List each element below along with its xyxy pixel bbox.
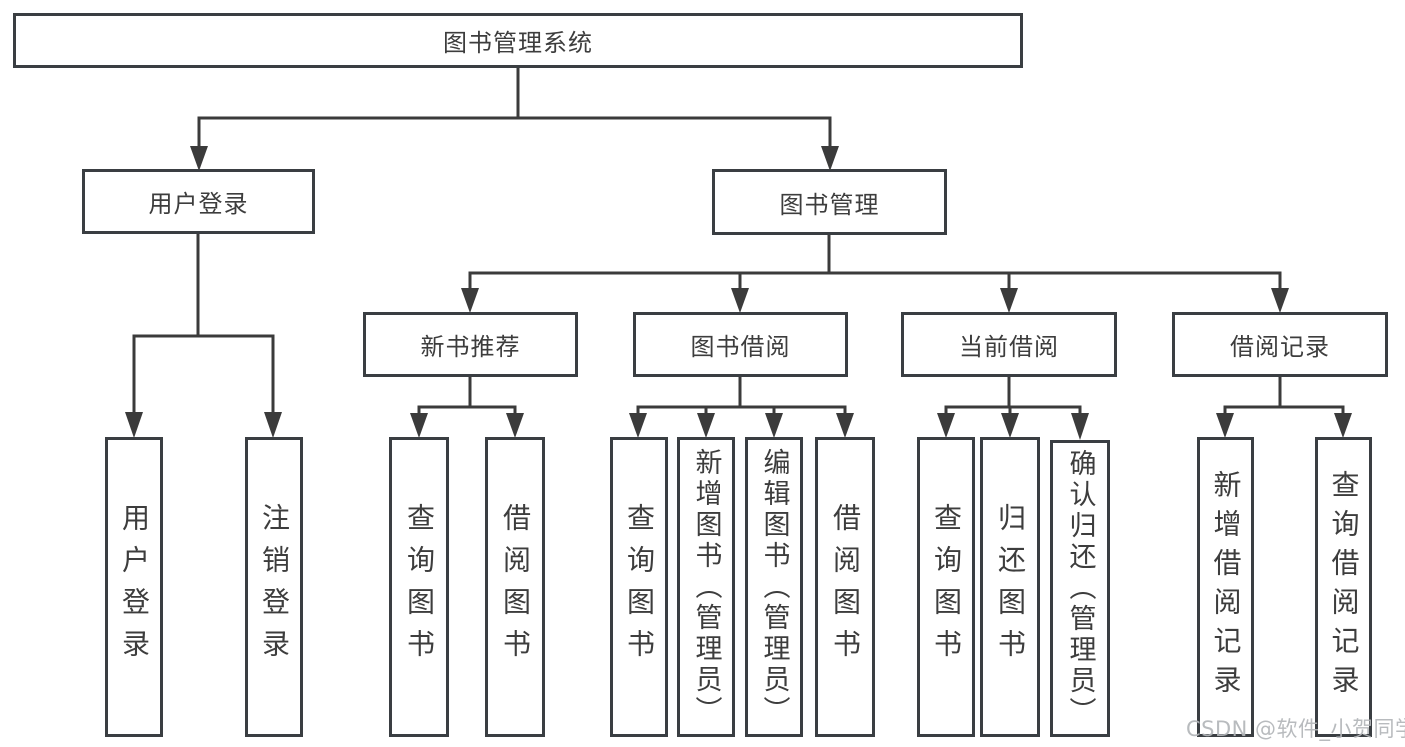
leaf-label: 查询图书 <box>623 503 656 671</box>
node-label: 图书管理 <box>779 190 880 219</box>
node-book-management: 图书管理 <box>712 169 947 235</box>
node-book-borrow: 图书借阅 <box>633 312 848 377</box>
leaf-label: 新增图书（管理员） <box>690 447 722 727</box>
leaf-label: 编辑图书（管理员） <box>758 447 790 727</box>
node-label: 图书借阅 <box>690 333 791 361</box>
leaf-label: 注销登录 <box>258 503 291 671</box>
node-user-login: 用户登录 <box>82 169 315 234</box>
leaf-cb-return-books: 归还图书 <box>980 437 1040 737</box>
node-label: 借阅记录 <box>1230 333 1330 361</box>
leaf-label: 借阅图书 <box>499 503 532 671</box>
leaf-label: 新增借阅记录 <box>1209 470 1243 704</box>
leaf-logout-login: 注销登录 <box>245 437 303 737</box>
node-label: 图书管理系统 <box>443 29 593 57</box>
node-current-borrow: 当前借阅 <box>901 312 1117 377</box>
connector-borrow-records <box>1216 377 1352 438</box>
leaf-label: 用户登录 <box>118 503 151 671</box>
leaf-bb-add-books-admin: 新增图书（管理员） <box>677 437 735 737</box>
node-library-management-system: 图书管理系统 <box>13 13 1023 68</box>
leaf-label: 借阅图书 <box>829 503 862 671</box>
leaf-label: 查询借阅记录 <box>1327 470 1361 704</box>
leaf-nbr-query-books: 查询图书 <box>389 437 449 737</box>
csdn-watermark: CSDN @软件_小贺同学 <box>1186 717 1405 741</box>
leaf-label: 查询图书 <box>930 503 963 671</box>
leaf-br-add-record: 新增借阅记录 <box>1197 437 1254 737</box>
connector-current-borrow <box>937 377 1089 440</box>
leaf-cb-confirm-return-admin: 确认归还（管理员） <box>1050 440 1110 737</box>
connector-user-login <box>125 233 282 438</box>
node-label: 用户登录 <box>148 190 249 218</box>
leaf-user-login: 用户登录 <box>105 437 163 737</box>
leaf-label: 归还图书 <box>994 503 1027 671</box>
connector-root <box>190 68 839 171</box>
leaf-label: 确认归还（管理员） <box>1064 449 1096 728</box>
connector-new-book-recommend <box>410 377 524 438</box>
leaf-cb-query-books: 查询图书 <box>917 437 975 737</box>
node-label: 当前借阅 <box>959 333 1059 361</box>
leaf-bb-edit-books-admin: 编辑图书（管理员） <box>745 437 803 737</box>
leaf-label: 查询图书 <box>403 503 436 671</box>
connector-book-management <box>461 235 1289 313</box>
node-label: 新书推荐 <box>420 333 521 361</box>
leaf-bb-query-books: 查询图书 <box>610 437 668 737</box>
leaf-br-query-record: 查询借阅记录 <box>1315 437 1372 737</box>
node-new-book-recommend: 新书推荐 <box>363 312 578 377</box>
connector-book-borrow <box>629 377 854 438</box>
leaf-bb-borrow-books: 借阅图书 <box>815 437 875 737</box>
node-borrow-records: 借阅记录 <box>1172 312 1388 377</box>
leaf-nbr-borrow-books: 借阅图书 <box>485 437 545 737</box>
